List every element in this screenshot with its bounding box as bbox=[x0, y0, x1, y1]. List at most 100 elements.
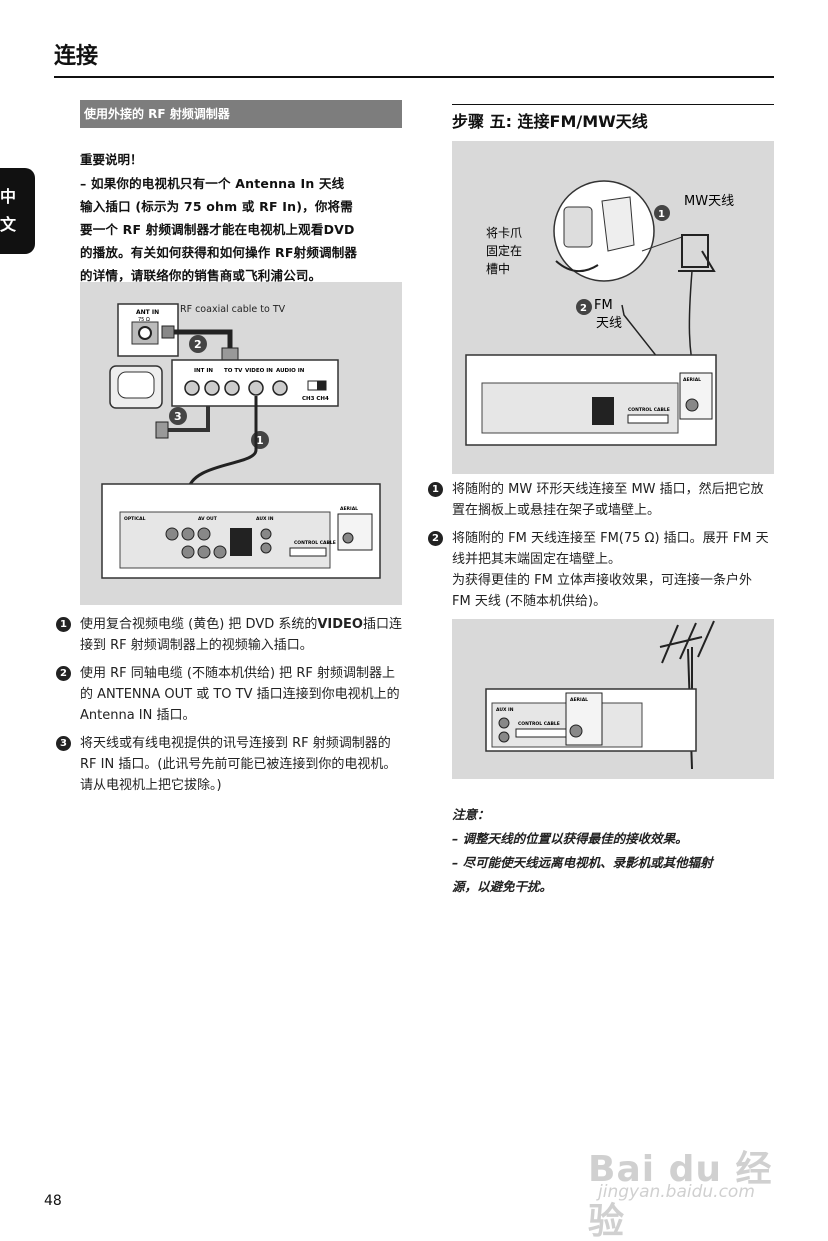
ant-in-jack bbox=[138, 326, 152, 340]
clip-detail bbox=[563, 206, 593, 248]
control-cable-label: CONTROL CABLE bbox=[518, 721, 560, 727]
mw-loop-detail bbox=[601, 196, 635, 252]
important-title: 重要说明！ bbox=[80, 152, 143, 167]
page-title: 连接 bbox=[54, 44, 99, 69]
note-line: – 调整天线的位置以获得最佳的接收效果。 bbox=[452, 831, 688, 846]
channel-switch-knob bbox=[317, 381, 326, 390]
important-line: 要一个 RF 射频调制器才能在电视机上观看DVD bbox=[80, 222, 355, 237]
step-badge-2 bbox=[189, 335, 207, 353]
watermark-url: jingyan.baidu.com bbox=[598, 1182, 755, 1202]
outdoor-fm-diagram: AUX IN CONTROL CABLE AERIAL bbox=[452, 619, 774, 779]
mw-label: MW天线 bbox=[684, 194, 734, 209]
optical-label: OPTICAL bbox=[124, 516, 146, 522]
important-line: 输入插口 (标示为 75 ohm 或 RF In)，你将需 bbox=[80, 199, 353, 214]
unit-connector bbox=[592, 397, 614, 425]
control-cable-label: CONTROL CABLE bbox=[294, 540, 336, 546]
right-heading-rule bbox=[452, 104, 774, 105]
left-steps: 1 使用复合视频电缆 (黄色) 把 DVD 系统的VIDEO插口连接到 RF 射… bbox=[56, 614, 402, 803]
title-rule bbox=[54, 76, 774, 78]
step-text: 使用复合视频电缆 (黄色) 把 DVD 系统的 bbox=[80, 617, 318, 632]
step-badge-2-label: 2 bbox=[580, 303, 587, 314]
step-text: 使用 RF 同轴电缆 (不随本机供给) 把 RF 射频调制器上的 ANTENNA… bbox=[80, 666, 400, 723]
step-badge-3-label: 3 bbox=[174, 410, 182, 423]
step-text-extra: 为获得更佳的 FM 立体声接收效果，可连接一条户外 FM 天线 (不随本机供给)… bbox=[452, 573, 752, 609]
right-step-2: 2 将随附的 FM 天线连接至 FM(75 Ω) 插口。展开 FM 天线并把其末… bbox=[428, 528, 774, 612]
clip-label-3: 槽中 bbox=[486, 261, 510, 276]
right-step-1: 1 将随附的 MW 环形天线连接至 MW 插口，然后把它放置在搁板上或悬挂在架子… bbox=[428, 479, 774, 521]
language-tab: 中 文 bbox=[0, 168, 35, 254]
left-step-1: 1 使用复合视频电缆 (黄色) 把 DVD 系统的VIDEO插口连接到 RF 射… bbox=[56, 614, 402, 656]
step-badge-2-label: 2 bbox=[194, 338, 202, 351]
step-badge-3 bbox=[169, 407, 187, 425]
fm-label-2: 天线 bbox=[596, 316, 622, 331]
notes: 注意： – 调整天线的位置以获得最佳的接收效果。 – 尽可能使天线远离电视机、录… bbox=[452, 803, 782, 899]
fm-label-1: FM bbox=[594, 298, 613, 313]
control-cable-label: CONTROL CABLE bbox=[628, 407, 670, 413]
aux-jack bbox=[260, 542, 272, 554]
arrow-detail bbox=[555, 260, 599, 272]
step-badge-1-label: 1 bbox=[256, 434, 264, 447]
step-badge-1 bbox=[654, 205, 670, 221]
note-line: – 尽可能使天线远离电视机、录影机或其他辐射 bbox=[452, 855, 713, 870]
step-text: 将天线或有线电视提供的讯号连接到 RF 射频调制器的 RF IN 插口。(此讯号… bbox=[80, 736, 397, 793]
aerial-box bbox=[565, 692, 603, 746]
fm-mw-antenna-diagram: 将卡爪 固定在 槽中 1 MW天线 2 FM 天线 AERIAL CONTROL… bbox=[452, 141, 774, 474]
fm-mw-svg: 将卡爪 固定在 槽中 1 MW天线 2 FM 天线 AERIAL CONTROL… bbox=[465, 180, 734, 446]
mw-loop-stand bbox=[678, 250, 716, 272]
note-line: 源，以避免干扰。 bbox=[452, 879, 553, 894]
step-text: 将随附的 FM 天线连接至 FM(75 Ω) 插口。展开 FM 天线并把其末端固… bbox=[452, 531, 769, 567]
rf-modulator-diagram: ANT IN 75 Ω RF coaxial cable to TV INT I… bbox=[80, 282, 402, 605]
step-number: 2 bbox=[428, 531, 443, 546]
mw-loop-antenna bbox=[681, 234, 709, 268]
left-step-3: 3 将天线或有线电视提供的讯号连接到 RF 射频调制器的 RF IN 插口。(此… bbox=[56, 733, 402, 796]
control-cable-port bbox=[627, 414, 669, 424]
fm-jack bbox=[342, 532, 354, 544]
fm-jack bbox=[685, 398, 699, 412]
ant-in-label: ANT IN bbox=[136, 309, 159, 316]
outdoor-antenna-icon bbox=[659, 620, 715, 770]
int-in-label: INT IN bbox=[194, 368, 213, 374]
step-text: 将随附的 MW 环形天线连接至 MW 插口，然后把它放置在搁板上或悬挂在架子或墙… bbox=[452, 482, 764, 518]
dvd-jack bbox=[181, 545, 195, 559]
ant-in-sub: 75 Ω bbox=[138, 317, 150, 323]
important-line: 的详情，请联络你的销售商或飞利浦公司。 bbox=[80, 268, 322, 283]
aerial-label: AERIAL bbox=[683, 377, 701, 383]
audio-in-jack bbox=[272, 380, 288, 396]
coax-cable bbox=[174, 329, 233, 354]
aux-jack bbox=[498, 731, 510, 743]
language-tab-label: 中 文 bbox=[0, 187, 17, 234]
step-text-tail: 插口连接到 RF 射频调制器上的视频输入插口。 bbox=[80, 617, 402, 653]
unit-panel bbox=[481, 382, 679, 434]
step-text-bold: VIDEO bbox=[317, 617, 363, 632]
step-badge-1-label: 1 bbox=[658, 209, 665, 220]
notes-title: 注意： bbox=[452, 807, 490, 822]
aerial-label: AERIAL bbox=[570, 697, 588, 703]
int-in-jack-2 bbox=[204, 380, 220, 396]
clip-label-1: 将卡爪 bbox=[486, 226, 522, 240]
step-number: 1 bbox=[428, 482, 443, 497]
section-title-bar: 使用外接的 RF 射频调制器 bbox=[80, 100, 402, 128]
fm-jack bbox=[569, 724, 583, 738]
tv-screen bbox=[117, 371, 155, 399]
left-step-2: 2 使用 RF 同轴电缆 (不随本机供给) 把 RF 射频调制器上的 ANTEN… bbox=[56, 663, 402, 726]
int-in-jack bbox=[184, 380, 200, 396]
outdoor-fm-svg: AUX IN CONTROL CABLE AERIAL bbox=[485, 620, 715, 770]
aux-in-label: AUX IN bbox=[256, 516, 274, 522]
video-in-label: VIDEO IN bbox=[245, 368, 273, 374]
coax-label: RF coaxial cable to TV bbox=[180, 304, 286, 315]
dvd-jack bbox=[213, 545, 227, 559]
coax-plug bbox=[161, 325, 175, 339]
video-in-jack bbox=[248, 380, 264, 396]
dvd-video-jack bbox=[181, 527, 195, 541]
clip-label-2: 固定在 bbox=[486, 243, 522, 258]
dvd-panel bbox=[119, 511, 331, 569]
av-out-label: AV OUT bbox=[198, 516, 218, 522]
aux-in-label: AUX IN bbox=[496, 707, 514, 713]
aux-jack bbox=[498, 717, 510, 729]
step-number: 2 bbox=[56, 666, 71, 681]
antenna-plug bbox=[155, 421, 169, 439]
watermark-brand: Bai du 经验 bbox=[588, 1149, 773, 1241]
callout-line bbox=[641, 236, 683, 252]
watermark: Bai du 经验 jingyan.baidu.com bbox=[588, 1120, 778, 1241]
channel-labels: CH3 CH4 bbox=[302, 396, 329, 402]
